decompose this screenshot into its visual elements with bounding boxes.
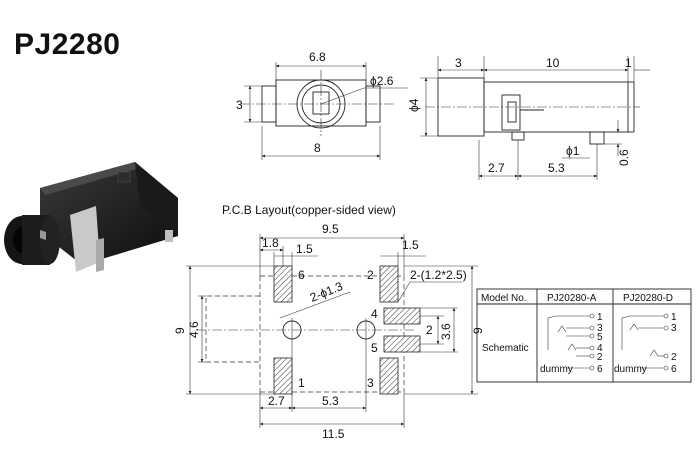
dim-9-right: 9 xyxy=(471,327,485,334)
pad-size-label: 2-(1.2*2.5) xyxy=(410,268,467,282)
dim-5.3-side: 5.3 xyxy=(548,161,565,175)
a-pin-2: 2 xyxy=(597,352,603,363)
table-row-label: Schematic xyxy=(482,343,529,354)
d-pin-6: 6 xyxy=(671,364,677,375)
dim-1.5-right: 1.5 xyxy=(402,238,419,252)
dim-1.8: 1.8 xyxy=(262,236,279,250)
pin-label-3: 3 xyxy=(367,376,374,390)
d-pin-3: 3 xyxy=(671,323,677,334)
dim-4.6: 4.6 xyxy=(187,321,201,338)
pin-label-6: 6 xyxy=(298,268,305,282)
side-view xyxy=(420,56,650,180)
dim-5.3-pcb: 5.3 xyxy=(322,394,339,408)
product-title: PJ2280 xyxy=(14,28,121,61)
pcb-heading: P.C.B Layout(copper-sided view) xyxy=(222,203,396,217)
pin-label-2: 2 xyxy=(367,268,374,282)
a-pin-4: 4 xyxy=(597,343,603,354)
dim-phi-1: ϕ1 xyxy=(566,144,580,158)
pin-label-4: 4 xyxy=(371,307,378,321)
dim-2.7-pcb: 2.7 xyxy=(268,394,285,408)
pcb-layout xyxy=(186,234,478,428)
a-pin-5: 5 xyxy=(597,332,603,343)
d-pin-2: 2 xyxy=(671,352,677,363)
product-photo xyxy=(4,162,178,272)
dim-0.6: 0.6 xyxy=(617,149,631,166)
d-pin-1: 1 xyxy=(671,312,677,323)
d-dummy-label: dummy xyxy=(614,364,647,375)
dim-2: 2 xyxy=(426,323,433,337)
a-dummy-label: dummy xyxy=(540,364,573,375)
table-header-model: Model No. xyxy=(481,293,527,304)
dim-11.5: 11.5 xyxy=(322,427,345,441)
dim-9.5: 9.5 xyxy=(322,222,339,236)
pin-label-1: 1 xyxy=(298,376,305,390)
dim-phi-4: ϕ4 xyxy=(407,98,421,112)
dim-3-side: 3 xyxy=(455,56,462,70)
dim-2.7-side: 2.7 xyxy=(488,161,505,175)
dim-1: 1 xyxy=(625,56,632,70)
a-pin-6: 6 xyxy=(597,364,603,375)
schematic-table xyxy=(476,288,692,383)
dim-1.5-left: 1.5 xyxy=(296,242,313,256)
dim-9-left: 9 xyxy=(173,327,187,334)
dim-8: 8 xyxy=(314,141,321,155)
a-pin-1: 1 xyxy=(597,312,603,323)
table-header-d: PJ20280-D xyxy=(623,293,673,304)
dim-phi-2.6: ϕ2.6 xyxy=(370,74,394,88)
a-pin-3: 3 xyxy=(597,323,603,334)
dim-3-top: 3 xyxy=(236,98,243,112)
dim-10: 10 xyxy=(546,56,560,70)
top-view xyxy=(240,62,408,160)
dim-6.8: 6.8 xyxy=(309,50,326,64)
dim-3.6: 3.6 xyxy=(439,323,453,340)
table-header-a: PJ20280-A xyxy=(547,293,597,304)
pin-label-5: 5 xyxy=(371,341,378,355)
